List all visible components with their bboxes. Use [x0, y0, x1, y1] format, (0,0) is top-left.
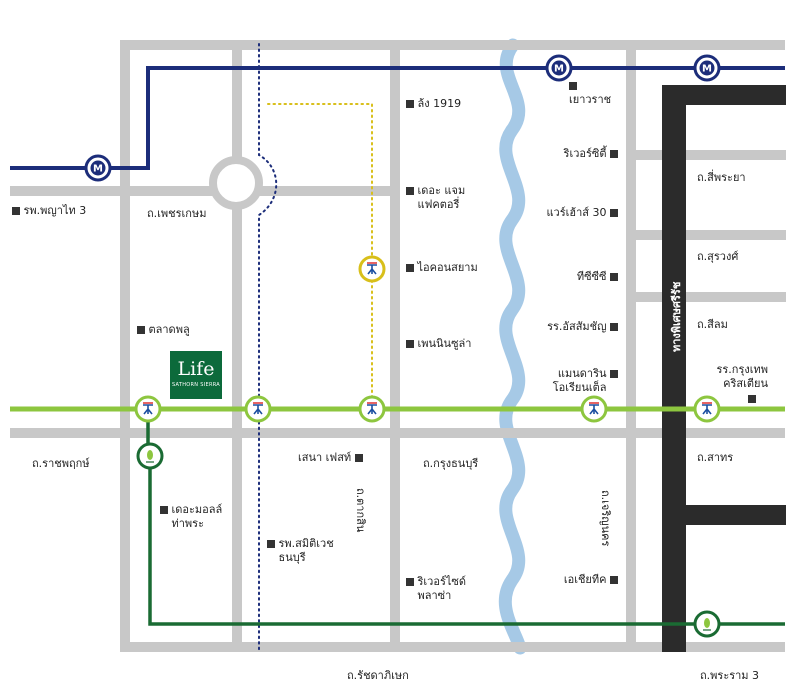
svg-text:M: M — [93, 164, 103, 175]
mrt-station-icon: M — [84, 154, 112, 182]
blue-dotted-line — [258, 43, 278, 651]
place-the-jam-factory: เดอะ แจม แฟคตอรี่ — [406, 184, 465, 212]
gold-line — [267, 103, 373, 406]
place-marker — [610, 576, 618, 584]
bts-station-icon — [134, 395, 162, 423]
place-marker — [610, 273, 618, 281]
expressway-label: ทางพิเศษศรีรัช — [670, 281, 683, 352]
place-cat-tower: ทีซีซีซี — [577, 270, 618, 284]
road-ratchadaphisek: ถ.รัชดาภิเษก — [347, 669, 409, 682]
bts-station-icon — [358, 395, 386, 423]
place-senna-fest: เสนา เฟสท์ — [298, 451, 363, 465]
bts-station-icon — [693, 395, 721, 423]
logo-subtext: SATHORN SIERRA — [171, 382, 221, 388]
place-marker — [610, 370, 618, 378]
place-marker — [610, 150, 618, 158]
place-marker — [12, 207, 20, 215]
life-sathorn-sierra-logo: Life SATHORN SIERRA — [170, 351, 222, 399]
place-bangkok-christian: รร.กรุงเทพ คริสเตียน — [716, 363, 768, 390]
road-surawong: ถ.สุรวงศ์ — [697, 250, 739, 263]
place-marker — [610, 209, 618, 217]
place-marker — [406, 264, 414, 272]
place-lhong1919: ล้ง 1919 — [406, 97, 461, 111]
place-marker — [137, 326, 145, 334]
place-mandarin-oriental: แมนดาริน โอเรียนเต็ล — [553, 367, 618, 395]
place-iconsiam: ไอคอนสยาม — [406, 261, 478, 275]
road-ratchaphruek: ถ.ราชพฤกษ์ — [32, 457, 90, 470]
place-marker — [569, 82, 577, 90]
mrt-blue-line — [10, 66, 785, 170]
place-marker — [354, 454, 363, 462]
place-the-mall-thapra: เดอะมอลล์ ท่าพระ — [160, 503, 222, 531]
place-river-city: ริเวอร์ซิตี้ — [564, 147, 618, 161]
chao-phraya-river — [498, 38, 527, 655]
place-peninsula: เพนนินซูล่า — [406, 337, 471, 351]
place-warehouse30: แวร์เฮ้าส์ 30 — [546, 206, 618, 220]
dark-green-station-icon — [693, 610, 721, 638]
road-rama3: ถ.พระราม 3 — [700, 669, 760, 682]
place-marker — [610, 323, 618, 331]
expressway — [662, 85, 786, 652]
road-krung-thonburi: ถ.กรุงธนบุรี — [423, 457, 479, 470]
place-assumption: รร.อัสสัมชัญ — [547, 320, 618, 334]
road-sathon: ถ.สาทร — [697, 451, 734, 464]
place-yaowarat: เยาวราช — [569, 79, 611, 107]
mrt-station-icon: M — [545, 54, 573, 82]
place-marker — [748, 395, 756, 403]
place-riverside-plaza: ริเวอร์ไซด์ พลาซ่า — [406, 575, 466, 603]
roundabout — [209, 156, 263, 210]
road-petchkasem: ถ.เพชรเกษม — [147, 207, 207, 220]
place-talat-phlu: ตลาดพลู — [137, 323, 190, 337]
road-si-phraya: ถ.สี่พระยา — [697, 171, 746, 184]
place-samitivej-thonburi: รพ.สมิติเวช ธนบุรี — [267, 537, 334, 565]
place-marker — [406, 187, 414, 195]
mrt-station-icon: M — [693, 54, 721, 82]
place-marker — [267, 540, 275, 548]
dark-green-station-icon — [136, 442, 164, 470]
place-marker — [406, 100, 414, 108]
place-asiatique: เอเชียทีค — [564, 573, 618, 587]
road-tak-sin: ถ.ตากสิน — [354, 488, 367, 533]
place-marker — [406, 340, 414, 348]
bts-station-icon — [580, 395, 608, 423]
place-bangkok-christian-marker — [748, 392, 756, 406]
svg-text:M: M — [702, 64, 712, 75]
svg-text:M: M — [554, 64, 564, 75]
roads — [10, 40, 786, 652]
gold-line-station-icon — [358, 255, 386, 283]
logo-text: Life — [177, 358, 215, 380]
bts-station-icon — [244, 395, 272, 423]
place-marker — [406, 578, 414, 586]
place-marker — [160, 506, 168, 514]
road-charoen-nakhon: ถ.เจริญนคร — [599, 490, 612, 547]
road-silom: ถ.สีลม — [697, 318, 728, 331]
place-phyathai3: รพ.พญาไท 3 — [12, 204, 86, 218]
